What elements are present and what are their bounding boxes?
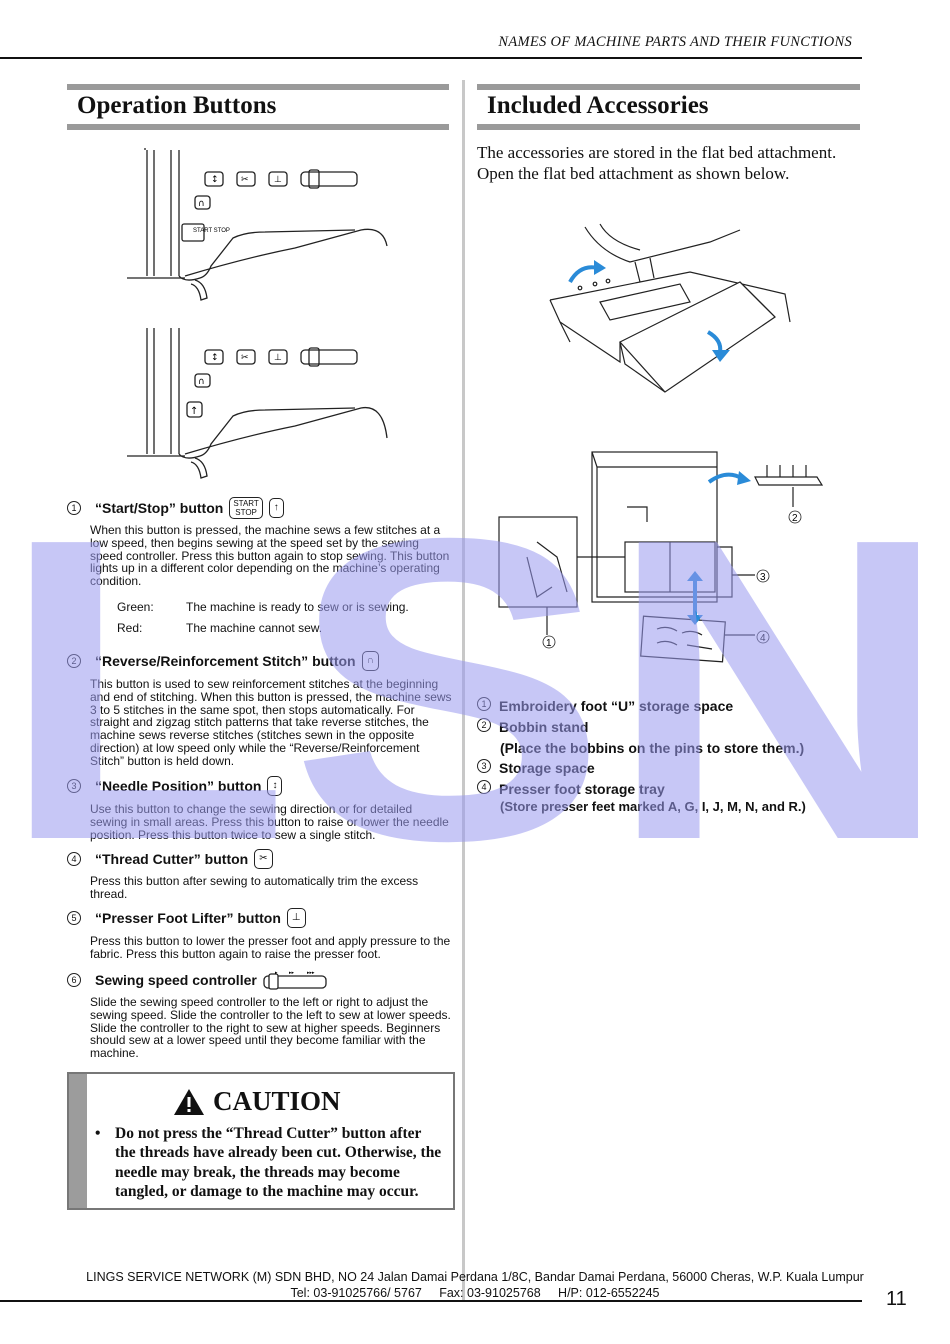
list-title: Embroidery foot “U” storage space bbox=[499, 698, 734, 714]
column-divider bbox=[462, 80, 465, 1300]
item-title: Sewing speed controller bbox=[95, 972, 257, 988]
list-item: 1 Embroidery foot “U” storage space bbox=[477, 697, 857, 718]
accessories-intro: The accessories are stored in the flat b… bbox=[477, 143, 837, 183]
item-thread-cutter-heading: 4 “Thread Cutter” button ✂ bbox=[67, 849, 273, 869]
item-reverse-heading: 2 “Reverse/Reinforcement Stitch” button … bbox=[67, 651, 379, 671]
item-needle-position-heading: 3 “Needle Position” button ↕ bbox=[67, 776, 283, 796]
svg-text:▸: ▸ bbox=[275, 970, 278, 976]
callout-3: 3 bbox=[760, 572, 766, 583]
list-number: 1 bbox=[477, 697, 491, 711]
svg-text:↑: ↑ bbox=[190, 406, 198, 417]
item-number: 3 bbox=[67, 779, 81, 793]
list-number: 2 bbox=[477, 718, 491, 732]
svg-text:⊥: ⊥ bbox=[274, 175, 282, 185]
item-title: “Reverse/Reinforcement Stitch” button bbox=[95, 653, 356, 669]
section-heading-operation-buttons: Operation Buttons bbox=[67, 84, 449, 130]
svg-text:↕: ↕ bbox=[211, 353, 219, 363]
section-heading-included-accessories: Included Accessories bbox=[477, 84, 860, 130]
caution-message: Do not press the “Thread Cutter” button … bbox=[115, 1125, 442, 1201]
callout-2: 2 bbox=[792, 513, 798, 524]
svg-text:▸▸▸: ▸▸▸ bbox=[307, 970, 315, 976]
warning-triangle-icon bbox=[174, 1088, 204, 1115]
diagram-start-label: START STOP bbox=[193, 228, 230, 234]
flat-bed-opening-diagram bbox=[549, 223, 791, 393]
presser-foot-icon: ⊥ bbox=[286, 908, 306, 928]
item-speed-controller-heading: 6 Sewing speed controller ▸ ▸▸ ▸▸▸ bbox=[67, 970, 329, 990]
svg-text:▸▸: ▸▸ bbox=[289, 970, 295, 976]
item-title: “Start/Stop” button bbox=[95, 500, 224, 516]
item-number: 5 bbox=[67, 911, 81, 925]
svg-text:⊥: ⊥ bbox=[274, 353, 282, 363]
svg-text:∩: ∩ bbox=[198, 199, 205, 209]
item-presser-foot-heading: 5 “Presser Foot Lifter” button ⊥ bbox=[67, 908, 306, 928]
status-label: Red: bbox=[117, 621, 143, 635]
list-title: Storage space bbox=[499, 760, 595, 776]
item-number: 1 bbox=[67, 501, 81, 515]
svg-text:∩: ∩ bbox=[198, 377, 205, 387]
list-subtext: (Store presser feet marked A, G, I, J, M… bbox=[500, 799, 806, 814]
item-title: “Thread Cutter” button bbox=[95, 851, 249, 867]
accessories-storage-diagram: 2 3 4 1 bbox=[498, 451, 824, 663]
item-number: 4 bbox=[67, 852, 81, 866]
top-rule bbox=[0, 57, 862, 59]
item-body: Use this button to change the sewing dir… bbox=[90, 802, 449, 842]
machine-buttons-diagram-2: ↕ ✂ ⊥ ∩ ↑ bbox=[127, 328, 388, 479]
list-title: Bobbin stand bbox=[499, 719, 589, 735]
status-text: The machine cannot sew. bbox=[186, 621, 323, 635]
reverse-stitch-icon: ∩ bbox=[361, 651, 379, 671]
footer-address: LINGS SERVICE NETWORK (M) SDN BHD, NO 24… bbox=[86, 1270, 864, 1284]
list-item: 4 Presser foot storage tray bbox=[477, 780, 857, 798]
list-title: Presser foot storage tray bbox=[499, 781, 665, 797]
item-number: 6 bbox=[67, 973, 81, 987]
list-subtext: (Place the bobbins on the pins to store … bbox=[500, 740, 805, 756]
needle-position-icon: ↕ bbox=[267, 776, 283, 796]
scissors-icon: ✂ bbox=[254, 849, 273, 869]
status-text: The machine is ready to sew or is sewing… bbox=[186, 600, 409, 614]
list-number: 4 bbox=[477, 780, 491, 794]
caution-title: CAUTION bbox=[213, 1086, 341, 1116]
item-body: Press this button to lower the presser f… bbox=[90, 934, 451, 961]
bottom-rule bbox=[0, 1300, 862, 1302]
item-body: Press this button after sewing to automa… bbox=[90, 874, 419, 901]
caution-text-block: • Do not press the “Thread Cutter” butto… bbox=[95, 1124, 445, 1202]
section-title: Operation Buttons bbox=[77, 92, 277, 119]
svg-text:↕: ↕ bbox=[211, 175, 219, 185]
running-header: NAMES OF MACHINE PARTS AND THEIR FUNCTIO… bbox=[498, 34, 852, 50]
item-number: 2 bbox=[67, 654, 81, 668]
status-label: Green: bbox=[117, 600, 154, 614]
footer-contact: Tel: 03-91025766/ 5767 Fax: 03-91025768 … bbox=[290, 1286, 660, 1300]
svg-text:✂: ✂ bbox=[241, 353, 249, 363]
start-stop-arrow-icon: ↑ bbox=[268, 498, 284, 518]
item-title: “Needle Position” button bbox=[95, 778, 262, 794]
callout-1: 1 bbox=[546, 638, 552, 649]
list-item: 3 Storage space bbox=[477, 759, 857, 780]
callout-4: 4 bbox=[760, 633, 766, 644]
item-body: This button is used to sew reinforcement… bbox=[90, 677, 452, 768]
svg-text:✂: ✂ bbox=[241, 175, 249, 185]
caution-box: CAUTION • Do not press the “Thread Cutte… bbox=[67, 1072, 455, 1210]
machine-buttons-diagram-1: START STOP ↕ ✂ ⊥ ∩ bbox=[127, 148, 388, 301]
caution-heading: CAUTION bbox=[173, 1086, 341, 1117]
caution-bullet: • bbox=[95, 1125, 101, 1142]
caution-sidebar bbox=[69, 1074, 87, 1208]
list-item: 2 Bobbin stand bbox=[477, 718, 857, 739]
speed-slider-icon: ▸ ▸▸ ▸▸▸ bbox=[263, 970, 327, 990]
item-title: “Presser Foot Lifter” button bbox=[95, 910, 281, 926]
section-title: Included Accessories bbox=[487, 92, 709, 119]
item-body: Slide the sewing speed controller to the… bbox=[90, 995, 451, 1061]
accessories-list: 1 Embroidery foot “U” storage space 2 Bo… bbox=[477, 697, 857, 816]
page-number: 11 bbox=[886, 1288, 907, 1310]
list-number: 3 bbox=[477, 759, 491, 773]
item-body: When this button is pressed, the machine… bbox=[90, 523, 450, 589]
